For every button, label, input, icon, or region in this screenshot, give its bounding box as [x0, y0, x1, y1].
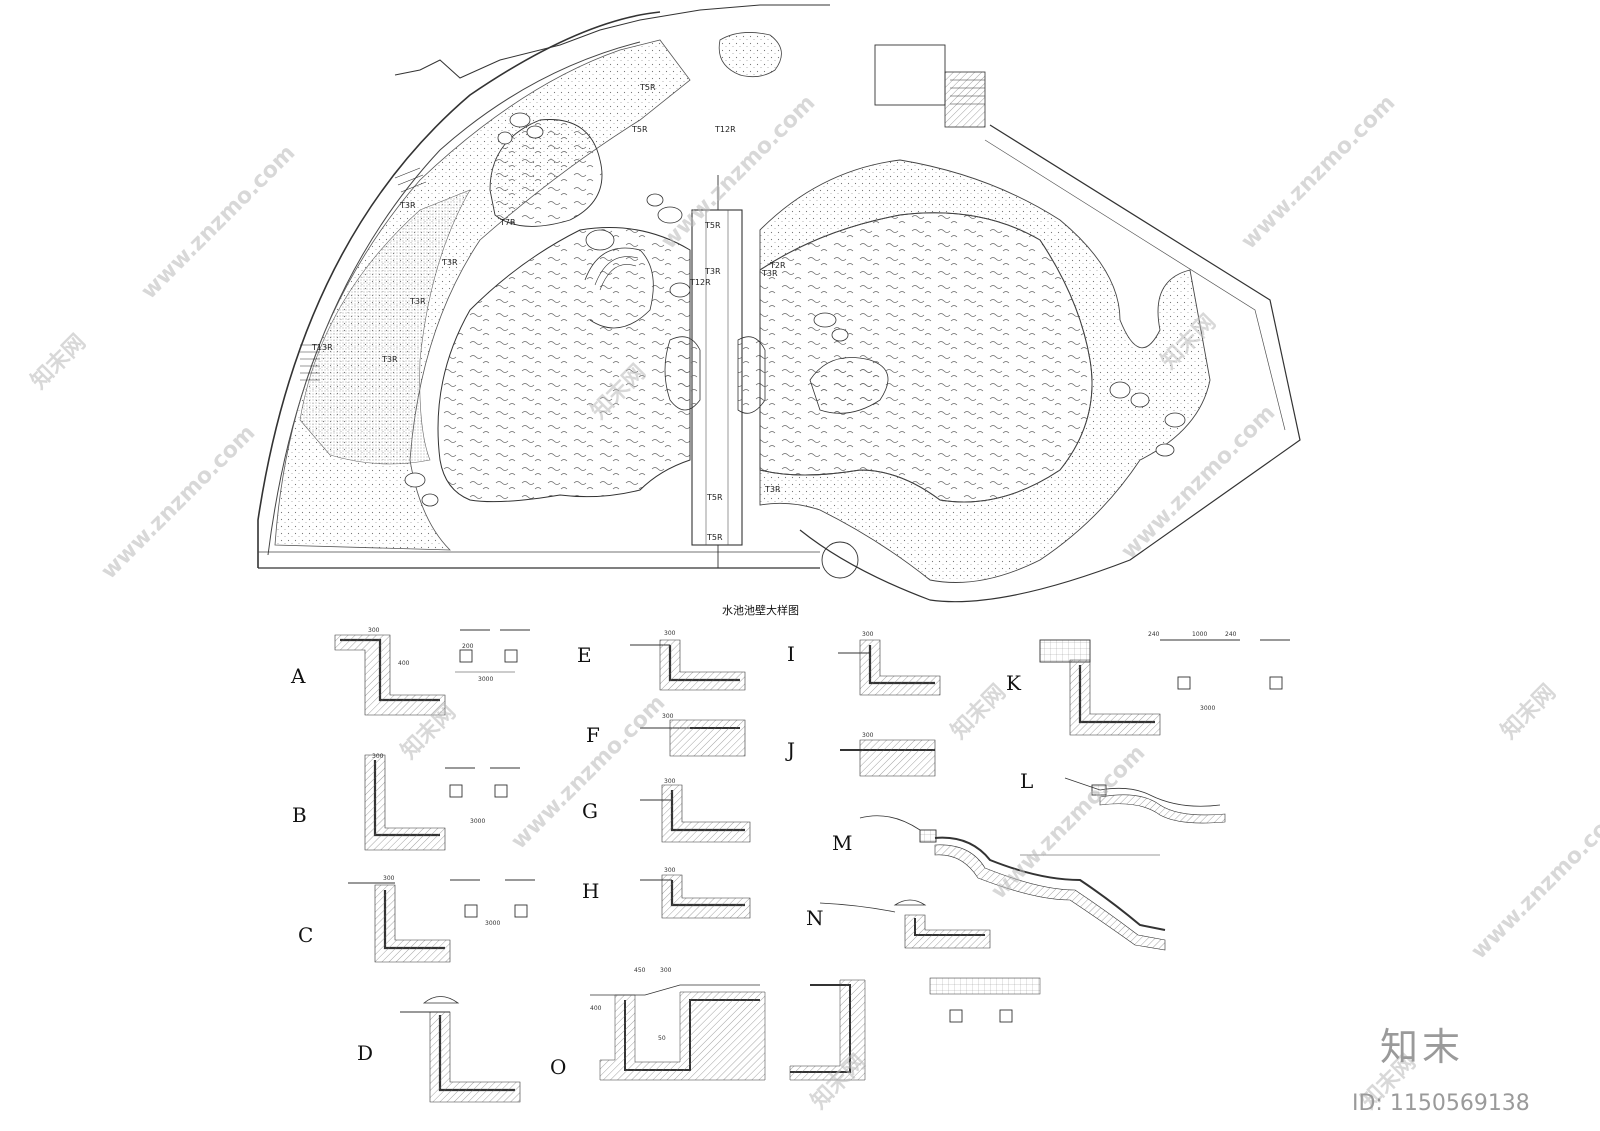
step-tag: T13R [311, 343, 333, 352]
watermark-brand: 知末网 [946, 679, 1011, 744]
detail-label: L [1020, 769, 1033, 793]
step-tag: T5R [631, 125, 648, 134]
step-tag: T3R [761, 269, 778, 278]
building [874, 44, 946, 106]
detail-label: A [290, 664, 306, 688]
detail-label: E [577, 643, 592, 667]
detail-E [630, 639, 746, 691]
dimension-text: 50 [658, 1035, 666, 1042]
dimension-text: 3000 [485, 920, 500, 927]
detail-L [1064, 777, 1226, 824]
dimension-text: 300 [862, 631, 874, 638]
detail-label: J [785, 738, 795, 762]
brand-logo: 知末 ID: 1150569138 [1352, 1025, 1530, 1116]
dimension-text: 400 [398, 660, 410, 667]
detail-label: F [586, 723, 600, 747]
logo-text: 知末 [1380, 1025, 1464, 1069]
dimension-text: 240 [1148, 631, 1160, 638]
dimension-text: 300 [862, 732, 874, 739]
watermark-site: www.znzmo.com [1467, 800, 1600, 964]
step-tag: T5R [704, 221, 721, 230]
pond-right [759, 212, 1093, 503]
detail-label: B [292, 803, 307, 827]
step-tag: T7R [499, 218, 516, 227]
pond-upper-left [489, 119, 603, 227]
island [809, 357, 889, 414]
step-tag: T3R [704, 267, 721, 276]
site-plan: T5R T5R T12R T3R T7R T3R T3R T3R T13R T5… [257, 4, 1301, 617]
dimension-text: 300 [664, 630, 676, 637]
detail-label: K [1006, 671, 1022, 695]
dimension-text: 3000 [1200, 705, 1215, 712]
detail-M [859, 815, 1166, 951]
watermark-brand: 知末网 [26, 329, 91, 394]
watermark-site: www.znzmo.com [507, 690, 671, 854]
detail-H [640, 874, 751, 919]
dimension-text: 300 [664, 778, 676, 785]
watermark-site: www.znzmo.com [137, 140, 301, 304]
paved-band-right [759, 159, 1211, 583]
step-tag: T3R [399, 201, 416, 210]
dimension-text: 300 [368, 627, 380, 634]
dimension-text: 300 [660, 967, 672, 974]
detail-A [334, 629, 530, 716]
dimension-text: 300 [383, 875, 395, 882]
detail-label: C [298, 923, 313, 947]
detail-label: G [582, 799, 598, 823]
plan-title: 水池池壁大样图 [722, 603, 799, 617]
detail-label: N [806, 906, 824, 930]
detail-K [1039, 639, 1290, 736]
step-tag: T2R [769, 261, 786, 270]
sand-area [299, 189, 471, 465]
detail-label: D [357, 1041, 373, 1065]
top-wall [394, 4, 830, 79]
step-tag: T5R [706, 533, 723, 542]
dimension-text: 300 [664, 867, 676, 874]
detail-G [640, 784, 751, 843]
image-id-text: ID: 1150569138 [1352, 1091, 1530, 1116]
watermark-brand: 知末网 [1496, 679, 1561, 744]
dimension-text: 300 [372, 753, 384, 760]
step-tag: T5R [706, 493, 723, 502]
dimension-text: 3000 [470, 818, 485, 825]
detail-O [590, 977, 1041, 1081]
dimension-text: 240 [1225, 631, 1237, 638]
detail-label: I [787, 642, 795, 666]
detail-label: M [832, 831, 852, 855]
step-tag: T3R [441, 258, 458, 267]
pond-left [437, 227, 691, 503]
step-tag: T3R [409, 297, 426, 306]
step-tag: T3R [764, 485, 781, 494]
step-tag: T5R [639, 83, 656, 92]
step-tag: T12R [714, 125, 736, 134]
step-tags: T5R T5R T12R T3R T7R T3R T3R T3R T13R T5… [311, 83, 786, 542]
detail-I [838, 639, 941, 696]
dimension-text: 1000 [1192, 631, 1207, 638]
step-tag: T12R [689, 278, 711, 287]
dimension-text: 450 [634, 967, 646, 974]
detail-J [840, 739, 936, 777]
dimension-text: 3000 [478, 676, 493, 683]
detail-D [400, 996, 521, 1103]
rock-clusters [404, 112, 1186, 507]
detail-sections: A B C D E F G H I J K L M N O 300 200 30… [290, 627, 1290, 1103]
step-tag: T3R [381, 355, 398, 364]
dimension-text: 400 [590, 1005, 602, 1012]
plan-outer-boundary [257, 11, 661, 568]
detail-B [364, 754, 520, 851]
pond-top [718, 32, 782, 78]
detail-N [819, 899, 991, 949]
dimension-text: 200 [462, 643, 474, 650]
watermark-brand: 知末网 [806, 1049, 871, 1114]
detail-label: H [582, 879, 599, 903]
dimension-text: 300 [662, 713, 674, 720]
watermark-site: www.znzmo.com [97, 420, 261, 584]
detail-F [640, 719, 746, 757]
detail-label: O [550, 1055, 566, 1079]
watermark-site: www.znzmo.com [1237, 90, 1401, 254]
round-planter [821, 541, 859, 579]
detail-C [348, 879, 535, 963]
